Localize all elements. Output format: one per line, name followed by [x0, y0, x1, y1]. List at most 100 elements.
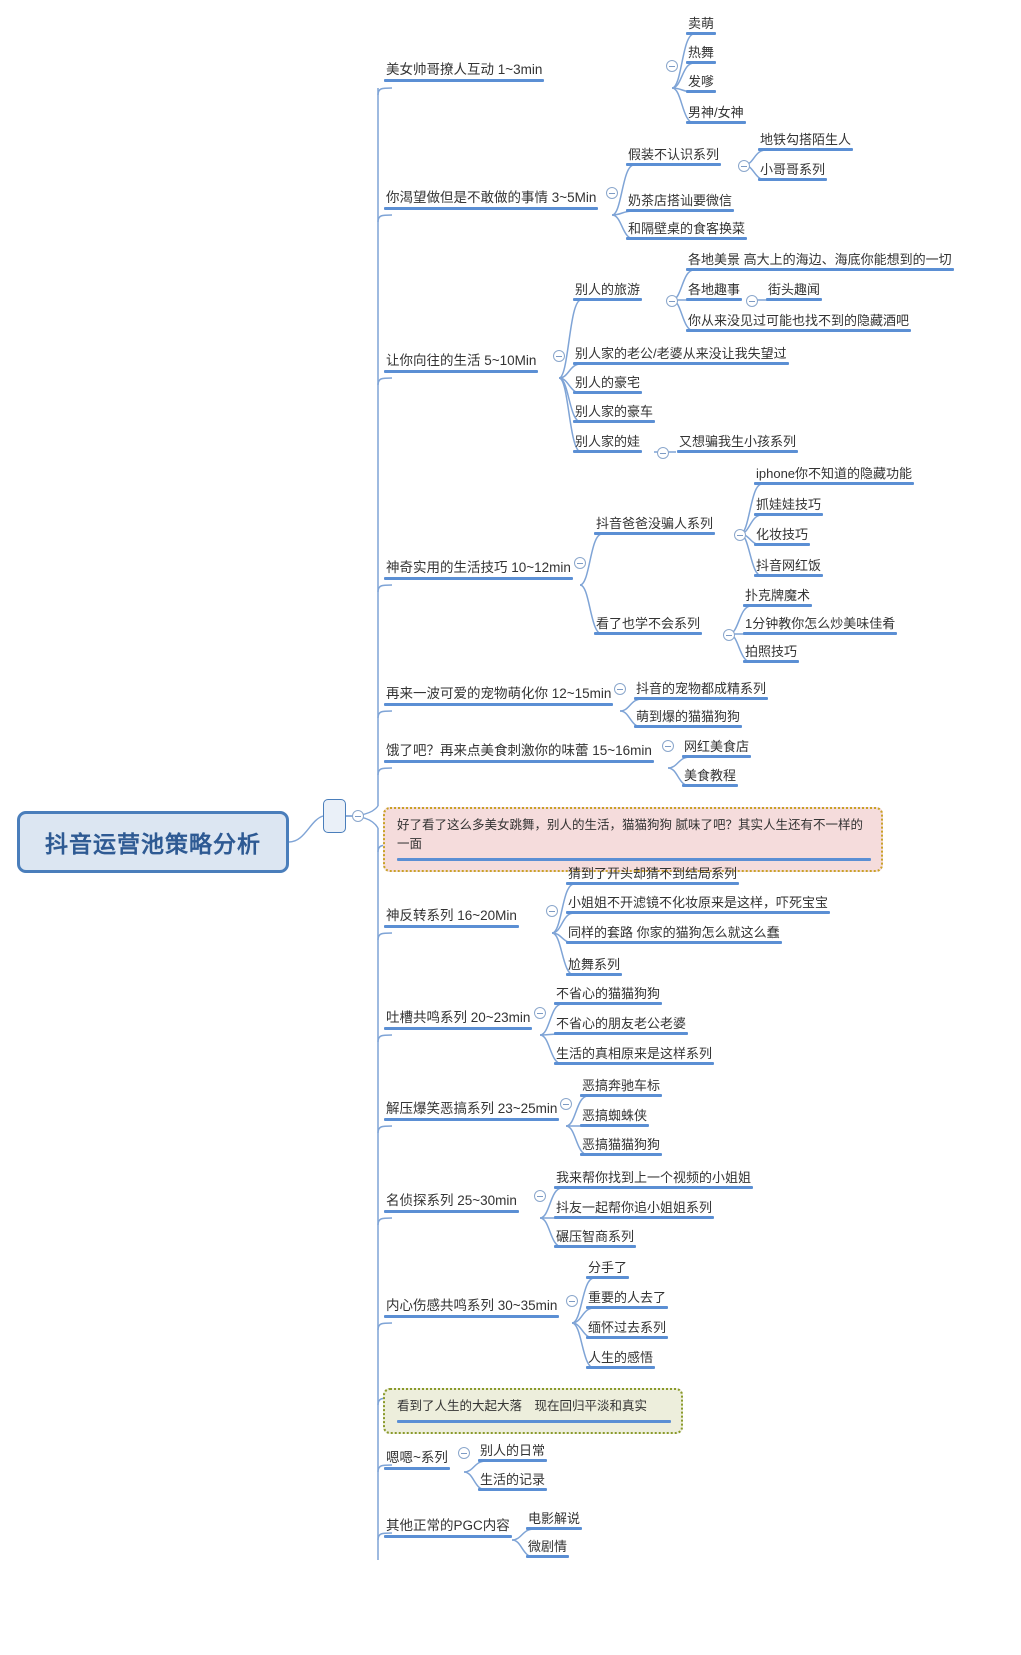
topic-b13-c0[interactable]: 电影解说	[526, 1511, 583, 1533]
topic-b12-c0[interactable]: 别人的日常	[478, 1443, 548, 1465]
topic-b1-c0[interactable]: 卖萌	[686, 16, 717, 38]
topic-b6-c0[interactable]: 网红美食店	[682, 739, 752, 761]
topic-b10-c2[interactable]: 碾压智商系列	[554, 1229, 637, 1251]
topic-b10-c1[interactable]: 抖友一起帮你追小姐姐系列	[554, 1200, 715, 1222]
topic-b9-c2[interactable]: 恶搞猫猫狗狗	[580, 1137, 663, 1159]
central-hub-node[interactable]	[323, 799, 346, 833]
collapse-toggle-b2-c0[interactable]	[738, 160, 750, 172]
collapse-toggle-b8[interactable]	[534, 1007, 546, 1019]
topic-b7[interactable]: 神反转系列 16~20Min	[384, 908, 519, 931]
topic-b1-c3[interactable]: 男神/女神	[686, 105, 746, 127]
topic-b4-c0[interactable]: 抖音爸爸没骗人系列	[594, 516, 716, 538]
collapse-toggle-b4[interactable]	[574, 557, 586, 569]
topic-label: 各地美景 高大上的海边、海底你能想到的一切	[688, 252, 952, 267]
topic-b4-c1-g2[interactable]: 拍照技巧	[743, 644, 800, 666]
collapse-toggle-b5[interactable]	[614, 683, 626, 695]
topic-b1-c2[interactable]: 发嗲	[686, 74, 717, 96]
topic-b3-c0-g1-h0[interactable]: 街头趣闻	[766, 282, 823, 304]
topic-b3-c2[interactable]: 别人的豪宅	[573, 375, 643, 397]
topic-b3-c0-g0[interactable]: 各地美景 高大上的海边、海底你能想到的一切	[686, 252, 954, 274]
topic-b11-c2[interactable]: 缅怀过去系列	[586, 1320, 669, 1342]
topic-b9-c1[interactable]: 恶搞蜘蛛侠	[580, 1108, 650, 1130]
topic-b7-c0[interactable]: 猜到了开头却猜不到结局系列	[566, 866, 740, 888]
topic-b2-c1[interactable]: 奶茶店搭讪要微信	[626, 193, 735, 215]
topic-b2-c2[interactable]: 和隔壁桌的食客换菜	[626, 221, 748, 243]
topic-b1[interactable]: 美女帅哥撩人互动 1~3min	[384, 62, 545, 85]
topic-b3-c4-g0[interactable]: 又想骗我生小孩系列	[677, 434, 799, 456]
topic-b11-c1[interactable]: 重要的人去了	[586, 1290, 669, 1312]
topic-b3-c0-g1[interactable]: 各地趣事	[686, 282, 743, 304]
topic-b3-c4[interactable]: 别人家的娃	[573, 434, 643, 456]
callout-note-pink[interactable]: 好了看了这么多美女跳舞，别人的生活，猫猫狗狗 腻味了吧？其实人生还有不一样的一面	[383, 807, 883, 872]
topic-underline	[626, 209, 735, 212]
topic-label: 分手了	[588, 1260, 628, 1275]
topic-b6[interactable]: 饿了吧？再来点美食刺激你的味蕾 15~16min	[384, 743, 654, 766]
topic-b2-c0-g0[interactable]: 地铁勾搭陌生人	[758, 132, 854, 154]
topic-b4-c0-g1[interactable]: 抓娃娃技巧	[754, 497, 824, 519]
topic-label: 重要的人去了	[588, 1290, 667, 1305]
topic-b6-c1[interactable]: 美食教程	[682, 768, 739, 790]
topic-b5[interactable]: 再来一波可爱的宠物萌化你 12~15min	[384, 686, 614, 709]
topic-underline	[766, 298, 823, 301]
topic-b7-c1[interactable]: 小姐姐不开滤镜不化妆原来是这样，吓死宝宝	[566, 895, 831, 917]
topic-b3-c3[interactable]: 别人家的豪车	[573, 404, 656, 426]
topic-b3[interactable]: 让你向往的生活 5~10Min	[384, 353, 539, 376]
topic-b7-c2[interactable]: 同样的套路 你家的猫狗怎么就这么蠢	[566, 925, 782, 947]
topic-b4-c1-g1[interactable]: 1分钟教你怎么炒美味佳肴	[743, 616, 898, 638]
topic-b9-c0[interactable]: 恶搞奔驰车标	[580, 1078, 663, 1100]
topic-b3-c0[interactable]: 别人的旅游	[573, 282, 643, 304]
topic-b3-c0-g2[interactable]: 你从来没见过可能也找不到的隐藏酒吧	[686, 313, 912, 335]
topic-b4[interactable]: 神奇实用的生活技巧 10~12min	[384, 560, 573, 583]
collapse-toggle-b3-c0-g1[interactable]	[746, 295, 758, 307]
topic-b12-c1[interactable]: 生活的记录	[478, 1472, 548, 1494]
topic-b5-c1[interactable]: 萌到爆的猫猫狗狗	[634, 709, 743, 731]
collapse-toggle-b4-c0[interactable]	[734, 529, 746, 541]
topic-b11-c0[interactable]: 分手了	[586, 1260, 630, 1282]
topic-b10-c0[interactable]: 我来帮你找到上一个视频的小姐姐	[554, 1170, 754, 1192]
topic-underline	[384, 576, 573, 580]
topic-underline	[384, 1466, 450, 1470]
topic-b8[interactable]: 吐槽共鸣系列 20~23min	[384, 1010, 533, 1033]
topic-b8-c0[interactable]: 不省心的猫猫狗狗	[554, 986, 663, 1008]
topic-b13-c1[interactable]: 微剧情	[526, 1539, 570, 1561]
topic-underline	[384, 1117, 560, 1121]
collapse-toggle-b3-c0[interactable]	[666, 295, 678, 307]
topic-b4-c1[interactable]: 看了也学不会系列	[594, 616, 703, 638]
topic-b8-c2[interactable]: 生活的真相原来是这样系列	[554, 1046, 715, 1068]
collapse-toggle-b2[interactable]	[606, 187, 618, 199]
topic-b2-c0-g1[interactable]: 小哥哥系列	[758, 162, 828, 184]
topic-b11[interactable]: 内心伤感共鸣系列 30~35min	[384, 1298, 560, 1321]
topic-b13[interactable]: 其他正常的PGC内容	[384, 1518, 512, 1541]
topic-b4-c1-g0[interactable]: 扑克牌魔术	[743, 588, 813, 610]
collapse-toggle-b9[interactable]	[560, 1098, 572, 1110]
topic-underline	[573, 420, 656, 423]
topic-underline	[573, 450, 643, 453]
topic-b1-c1[interactable]: 热舞	[686, 45, 717, 67]
collapse-toggle-b6[interactable]	[662, 740, 674, 752]
topic-b4-c0-g3[interactable]: 抖音网红饭	[754, 558, 824, 580]
collapse-toggle-b3[interactable]	[553, 350, 565, 362]
topic-b9[interactable]: 解压爆笑恶搞系列 23~25min	[384, 1101, 560, 1124]
topic-b10[interactable]: 名侦探系列 25~30min	[384, 1193, 519, 1216]
topic-label: 吐槽共鸣系列 20~23min	[386, 1010, 531, 1025]
collapse-toggle-b3-c4[interactable]	[657, 447, 669, 459]
collapse-toggle-b7[interactable]	[546, 905, 558, 917]
collapse-toggle-b11[interactable]	[566, 1295, 578, 1307]
topic-b12[interactable]: 嗯嗯~系列	[384, 1450, 450, 1473]
topic-b2[interactable]: 你渴望做但是不敢做的事情 3~5Min	[384, 190, 599, 213]
collapse-toggle-b4-c1[interactable]	[723, 629, 735, 641]
topic-b4-c0-g2[interactable]: 化妆技巧	[754, 527, 811, 549]
topic-b5-c0[interactable]: 抖音的宠物都成精系列	[634, 681, 769, 703]
topic-b2-c0[interactable]: 假装不认识系列	[626, 147, 722, 169]
collapse-toggle-b1[interactable]	[666, 60, 678, 72]
collapse-toggle-root[interactable]	[352, 810, 364, 822]
topic-b8-c1[interactable]: 不省心的朋友老公老婆	[554, 1016, 689, 1038]
topic-b11-c3[interactable]: 人生的感悟	[586, 1350, 656, 1372]
collapse-toggle-b10[interactable]	[534, 1190, 546, 1202]
collapse-toggle-b12[interactable]	[458, 1447, 470, 1459]
topic-b4-c0-g0[interactable]: iphone你不知道的隐藏功能	[754, 466, 915, 488]
topic-b3-c1[interactable]: 别人家的老公/老婆从来没让我失望过	[573, 346, 789, 368]
topic-b7-c3[interactable]: 尬舞系列	[566, 957, 623, 979]
root-node[interactable]: 抖音运营池策略分析	[17, 811, 289, 873]
callout-note-green[interactable]: 看到了人生的大起大落 现在回归平淡和真实	[383, 1388, 683, 1434]
